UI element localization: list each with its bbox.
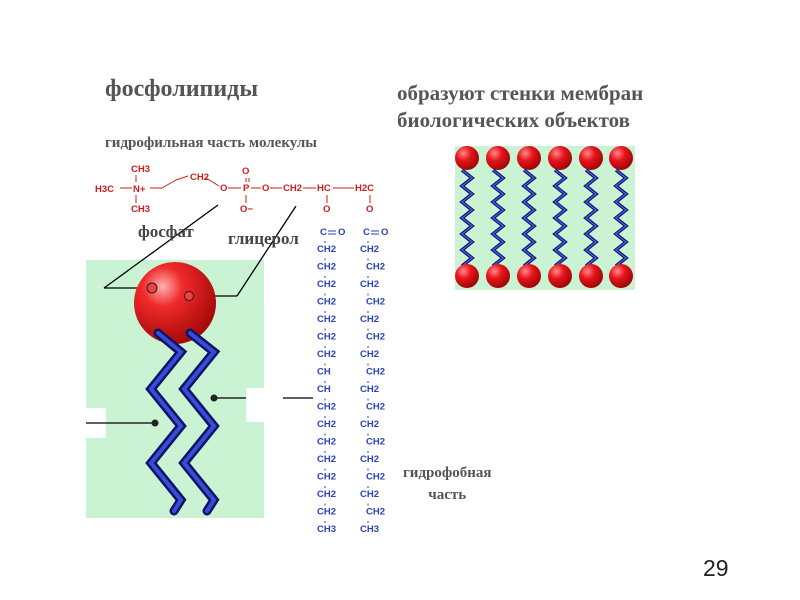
formula-ch3-top: CH3 xyxy=(131,164,150,175)
chain1-unit-4: CH2 xyxy=(317,297,336,308)
formula-o-1: O xyxy=(220,183,227,194)
bilayer-lipid xyxy=(548,146,572,288)
chain2-carbonyl-o: O xyxy=(381,227,388,238)
formula-hc: HC xyxy=(317,183,331,194)
formula-ch2-b: CH2 xyxy=(283,183,302,194)
chain2-unit-9: CH2 xyxy=(360,384,379,395)
chain1-unit-3: CH2 xyxy=(317,279,336,290)
bilayer-head-top xyxy=(609,146,633,170)
membrane-panel xyxy=(455,146,635,290)
chain2-unit-7: CH2 xyxy=(360,349,379,360)
chain2-unit-15: CH2 xyxy=(360,489,379,500)
chain1-unit-6: CH2 xyxy=(317,332,336,343)
chain1-carbonyl-c: C xyxy=(320,227,327,238)
bilayer-lipid xyxy=(455,146,479,288)
glycerol-point xyxy=(184,291,194,301)
chain1-unit-1: CH2 xyxy=(317,244,336,255)
phosphate-label: фосфат xyxy=(138,222,194,241)
formula-o-top: O xyxy=(242,166,249,177)
chain2-carbonyl-c: C xyxy=(363,227,370,238)
tail-point-right xyxy=(210,394,218,402)
chain2-unit-5: CH2 xyxy=(360,314,379,325)
bilayer-head-bottom xyxy=(455,264,479,288)
chain2-unit-4: CH2 xyxy=(366,297,385,308)
bilayer-lipid xyxy=(579,146,603,288)
formula-n-plus: N+ xyxy=(133,184,146,195)
chain2-unit-8: CH2 xyxy=(366,367,385,378)
chain1-unit-9: CH xyxy=(317,384,331,395)
head-group-bonds xyxy=(120,175,371,203)
hydrophobic-label-line-1: гидрофобная xyxy=(403,465,492,481)
bilayer-lipids xyxy=(455,146,633,288)
formula-o-2: O xyxy=(262,183,269,194)
chain1-unit-17: CH3 xyxy=(317,524,336,535)
bilayer-head-top xyxy=(548,146,572,170)
formula-h3c: H3C xyxy=(95,184,114,195)
polar-head-ball xyxy=(134,262,216,344)
chain1-unit-8: CH xyxy=(317,367,331,378)
chain2-unit-11: CH2 xyxy=(360,419,379,430)
hydrophobic-label-line-2: часть xyxy=(428,487,467,503)
bilayer-head-bottom xyxy=(579,264,603,288)
chain2-unit-13: CH2 xyxy=(360,454,379,465)
bilayer-head-top xyxy=(579,146,603,170)
bilayer-head-bottom xyxy=(486,264,510,288)
molecule-model-panel xyxy=(86,260,264,518)
head-group-formula: CH3 H3C N+ CH3 CH2 O P O O− O CH2 HC H2C… xyxy=(95,164,374,215)
bilayer-lipid xyxy=(486,146,510,288)
chain1-unit-13: CH2 xyxy=(317,454,336,465)
chain1-unit-7: CH2 xyxy=(317,349,336,360)
bilayer-head-bottom xyxy=(517,264,541,288)
bilayer-head-top xyxy=(486,146,510,170)
formula-o-4: O xyxy=(366,204,373,215)
chain2-unit-14: CH2 xyxy=(366,472,385,483)
chain2-unit-3: CH2 xyxy=(360,279,379,290)
chain1-unit-2: CH2 xyxy=(317,262,336,273)
chain1-unit-16: CH2 xyxy=(317,507,336,518)
tail-point-left xyxy=(151,419,159,427)
tail-chain-bonds xyxy=(324,230,379,523)
slide-subtitle: образуют стенки мембран биологических об… xyxy=(397,80,643,134)
formula-ch2-a: CH2 xyxy=(190,172,209,183)
bilayer-head-top xyxy=(517,146,541,170)
chain2-unit-10: CH2 xyxy=(366,402,385,413)
bilayer-lipid xyxy=(609,146,633,288)
phosphate-point xyxy=(146,282,158,294)
subtitle-line-2: биологических объектов xyxy=(397,108,630,132)
chain2-unit-2: CH2 xyxy=(366,262,385,273)
bilayer-head-bottom xyxy=(548,264,572,288)
chain2-unit-1: CH2 xyxy=(360,244,379,255)
chain2-unit-16: CH2 xyxy=(366,507,385,518)
hydrophobic-tails xyxy=(145,328,221,516)
chain1-unit-5: CH2 xyxy=(317,314,336,325)
formula-p: P xyxy=(243,183,250,194)
chain1-unit-14: CH2 xyxy=(317,472,336,483)
bilayer-lipid xyxy=(517,146,541,288)
chain2-unit-6: CH2 xyxy=(366,332,385,343)
hydrophobic-part-label: гидрофобная часть xyxy=(403,462,492,506)
chain1-unit-12: CH2 xyxy=(317,437,336,448)
pointer-lines xyxy=(86,204,313,424)
bilayer-head-top xyxy=(455,146,479,170)
formula-ch3-bottom: CH3 xyxy=(131,204,150,215)
slide-title: фосфолипиды xyxy=(105,76,259,102)
glycerol-label: глицерол xyxy=(228,229,299,248)
formula-h2c: H2C xyxy=(355,183,374,194)
formula-o-3: O xyxy=(323,204,330,215)
chain1-unit-15: CH2 xyxy=(317,489,336,500)
bilayer-head-bottom xyxy=(609,264,633,288)
subtitle-line-1: образуют стенки мембран xyxy=(397,81,644,105)
chain2-unit-12: CH2 xyxy=(366,437,385,448)
formula-o-minus: O− xyxy=(240,204,253,215)
hydrophilic-part-label: гидрофильная часть молекулы xyxy=(105,135,318,151)
chain1-unit-11: CH2 xyxy=(317,419,336,430)
page-number: 29 xyxy=(703,555,729,581)
chain1-carbonyl-o: O xyxy=(338,227,345,238)
chain1-unit-10: CH2 xyxy=(317,402,336,413)
chain2-unit-17: CH3 xyxy=(360,524,379,535)
